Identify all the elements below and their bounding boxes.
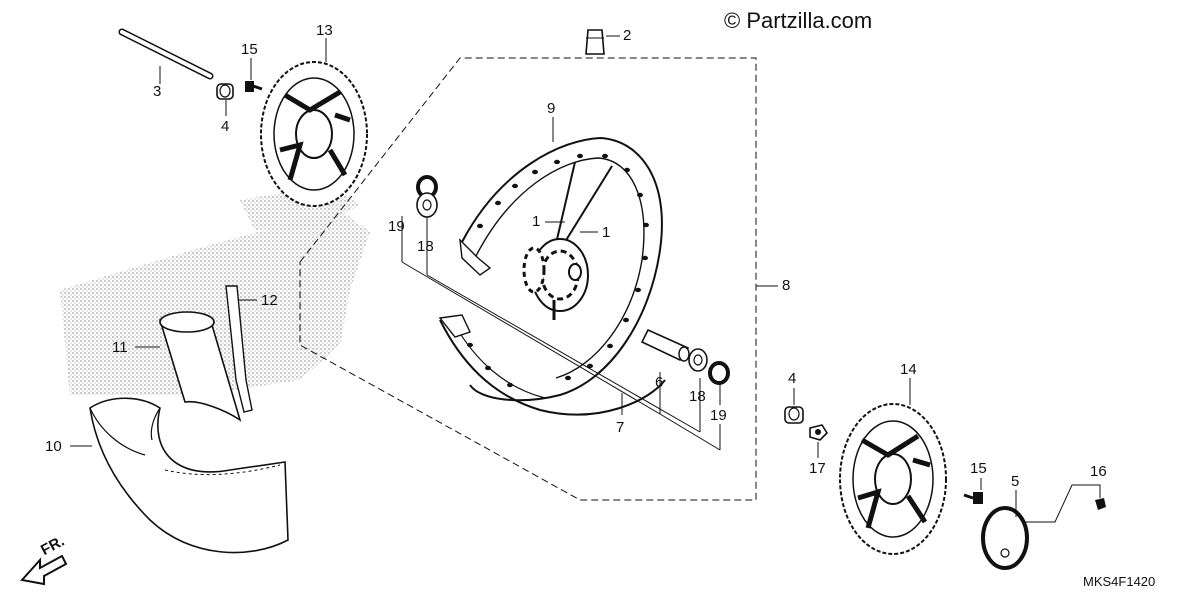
small-bolt xyxy=(1095,498,1106,510)
callout-5: 5 xyxy=(1011,473,1020,490)
distance-collar xyxy=(640,328,690,362)
callout-4a: 4 xyxy=(221,118,230,135)
bolt-right xyxy=(963,492,983,504)
dotted-shadow xyxy=(60,210,370,395)
callout-18a: 18 xyxy=(417,238,434,255)
valve-cap xyxy=(585,29,605,55)
wheel-hub xyxy=(522,238,589,320)
spokes xyxy=(554,161,613,251)
callout-11: 11 xyxy=(112,339,128,356)
callout-9: 9 xyxy=(547,100,556,117)
callout-2: 2 xyxy=(623,27,632,44)
callout-16: 16 xyxy=(1090,463,1107,480)
pulser-ring xyxy=(981,506,1029,570)
collar-right xyxy=(784,406,804,424)
callout-12: 12 xyxy=(261,292,278,309)
tire xyxy=(89,397,289,554)
callout-4b: 4 xyxy=(788,370,797,387)
front-axle xyxy=(118,28,214,80)
oil-seal-right xyxy=(708,361,730,385)
callout-7: 7 xyxy=(616,419,625,436)
callout-15b: 15 xyxy=(970,460,987,477)
rim-band xyxy=(225,285,253,413)
collar-left xyxy=(216,83,234,100)
nut-right xyxy=(809,424,829,441)
callout-3: 3 xyxy=(153,83,162,100)
callout-1a: 1 xyxy=(532,213,541,230)
bolt-left xyxy=(245,81,263,92)
inner-tube xyxy=(159,311,242,422)
wheel-rim xyxy=(438,136,666,416)
diagram-code: MKS4F1420 xyxy=(1083,574,1156,589)
callout-6: 6 xyxy=(655,374,664,391)
brake-disc-left xyxy=(260,61,368,207)
callout-19a: 19 xyxy=(388,218,405,235)
callout-1b: 1 xyxy=(602,224,611,241)
callout-14: 14 xyxy=(900,361,917,378)
callout-10: 10 xyxy=(45,438,62,455)
callout-8: 8 xyxy=(782,277,791,294)
callout-17: 17 xyxy=(809,460,826,477)
callout-19b: 19 xyxy=(710,407,727,424)
bearing-left xyxy=(416,192,438,218)
bearing-right xyxy=(688,348,708,372)
callout-15a: 15 xyxy=(241,41,258,58)
callout-18b: 18 xyxy=(689,388,706,405)
copyright-text: © Partzilla.com xyxy=(724,8,873,33)
callout-13: 13 xyxy=(316,22,333,39)
brake-disc-right xyxy=(839,403,947,555)
assembly-outline xyxy=(299,57,757,501)
leader-lines xyxy=(70,35,1101,523)
front-arrow-icon xyxy=(20,554,68,586)
